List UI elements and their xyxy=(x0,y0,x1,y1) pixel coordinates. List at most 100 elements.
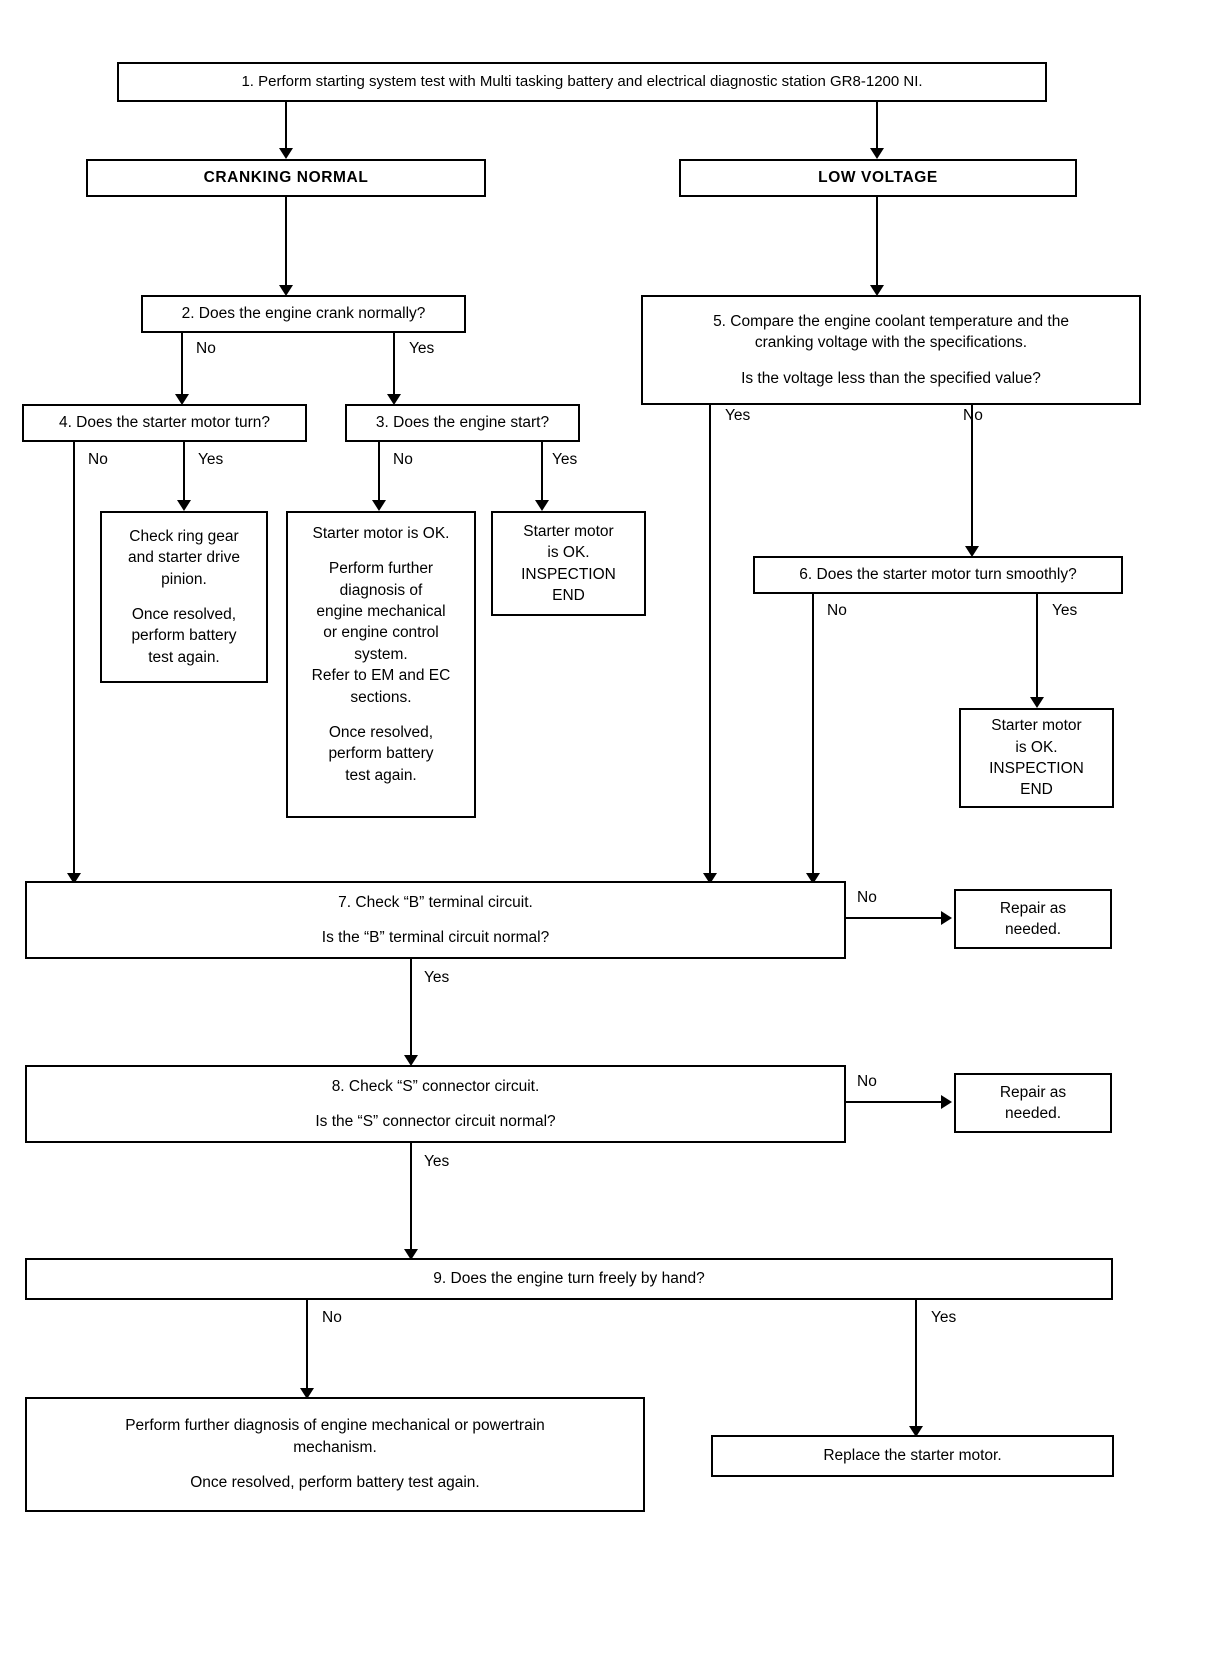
arrowhead-step5-yes-to-step7 xyxy=(703,873,717,884)
node-inspection-end-2-label: Starter motor is OK. INSPECTION END xyxy=(989,717,1084,799)
node-repair-1-label: Repair as needed. xyxy=(999,899,1067,938)
arrowhead-step2 xyxy=(279,285,293,296)
edge-label-step4-yes: Yes xyxy=(198,451,224,468)
node-check-ring-gear-text-a: Check ring gear and starter drive pinion… xyxy=(128,527,240,588)
node-step-5: 5. Compare the engine coolant temperatur… xyxy=(641,295,1141,405)
edge-label-step6-no: No xyxy=(827,602,847,619)
arrowhead-repair-1 xyxy=(941,911,952,925)
node-inspection-end-1-label: Starter motor is OK. INSPECTION END xyxy=(521,522,616,604)
edge-step5-no xyxy=(971,405,973,548)
node-repair-2: Repair as needed. xyxy=(954,1073,1112,1133)
edge-step1-to-lowvoltage xyxy=(876,102,878,150)
edge-label-step3-yes: Yes xyxy=(552,451,578,468)
arrowhead-ring-gear xyxy=(177,500,191,511)
arrowhead-inspection-end-1 xyxy=(535,500,549,511)
node-replace-starter-motor-label: Replace the starter motor. xyxy=(823,1447,1002,1465)
node-step-4: 4. Does the starter motor turn? xyxy=(22,404,307,442)
node-step-6: 6. Does the starter motor turn smoothly? xyxy=(753,556,1123,594)
node-step-4-label: 4. Does the starter motor turn? xyxy=(58,414,271,432)
node-starter-ok-text-b: Perform further diagnosis of engine mech… xyxy=(311,560,451,706)
edge-step7-yes xyxy=(410,959,412,1057)
node-replace-starter-motor: Replace the starter motor. xyxy=(711,1435,1114,1477)
edge-step6-no xyxy=(812,594,814,879)
node-step-1: 1. Perform starting system test with Mul… xyxy=(117,62,1047,102)
node-step-5-line3: Is the voltage less than the specified v… xyxy=(741,369,1041,387)
arrowhead-inspection-end-2 xyxy=(1030,697,1044,708)
edge-step7-no xyxy=(846,917,943,919)
node-step-8: 8. Check “S” connector circuit. Is the “… xyxy=(25,1065,846,1143)
node-low-voltage: LOW VOLTAGE xyxy=(679,159,1077,197)
edge-step6-yes xyxy=(1036,594,1038,699)
edge-step9-yes xyxy=(915,1300,917,1428)
edge-label-step6-yes: Yes xyxy=(1052,602,1078,619)
node-step-9: 9. Does the engine turn freely by hand? xyxy=(25,1258,1113,1300)
edge-step8-no xyxy=(846,1101,943,1103)
edge-label-step3-no: No xyxy=(393,451,413,468)
edge-label-step7-yes: Yes xyxy=(424,969,450,986)
edge-label-step4-no: No xyxy=(88,451,108,468)
arrowhead-powertrain xyxy=(300,1388,314,1399)
node-step-5-line1: 5. Compare the engine coolant temperatur… xyxy=(713,312,1069,330)
arrowhead-step9 xyxy=(404,1249,418,1260)
node-inspection-end-2: Starter motor is OK. INSPECTION END xyxy=(959,708,1114,808)
node-step-9-label: 9. Does the engine turn freely by hand? xyxy=(433,1270,705,1288)
edge-step8-yes xyxy=(410,1143,412,1251)
node-step-3: 3. Does the engine start? xyxy=(345,404,580,442)
node-powertrain-text-b: Once resolved, perform battery test agai… xyxy=(190,1474,480,1492)
node-cranking-normal-label: CRANKING NORMAL xyxy=(203,169,369,187)
node-starter-ok-text-a: Starter motor is OK. xyxy=(312,525,450,542)
edge-step3-yes xyxy=(541,442,543,502)
node-step-8-line2: Is the “S” connector circuit normal? xyxy=(315,1112,556,1130)
edge-label-step5-yes: Yes xyxy=(725,407,751,424)
arrowhead-lowvoltage xyxy=(870,148,884,159)
edge-label-step5-no: No xyxy=(963,407,983,424)
arrowhead-step4 xyxy=(175,394,189,405)
node-powertrain-text-a: Perform further diagnosis of engine mech… xyxy=(125,1417,545,1456)
node-check-ring-gear-text-b: Once resolved, perform battery test agai… xyxy=(131,605,237,666)
arrowhead-step8 xyxy=(404,1055,418,1066)
arrowhead-step6 xyxy=(965,546,979,557)
node-repair-1: Repair as needed. xyxy=(954,889,1112,949)
edge-label-step9-yes: Yes xyxy=(931,1309,957,1326)
edge-step2-no xyxy=(181,333,183,396)
node-check-ring-gear: Check ring gear and starter drive pinion… xyxy=(100,511,268,683)
edge-step3-no xyxy=(378,442,380,502)
edge-label-step8-yes: Yes xyxy=(424,1153,450,1170)
node-starter-motor-ok-detail: Starter motor is OK. Perform further dia… xyxy=(286,511,476,818)
arrowhead-repair-2 xyxy=(941,1095,952,1109)
edge-step4-no xyxy=(73,442,75,879)
node-step-2-label: 2. Does the engine crank normally? xyxy=(181,305,426,323)
edge-label-step8-no: No xyxy=(857,1073,877,1090)
edge-label-step9-no: No xyxy=(322,1309,342,1326)
node-starter-ok-text-c: Once resolved, perform battery test agai… xyxy=(328,723,434,784)
node-step-6-label: 6. Does the starter motor turn smoothly? xyxy=(799,566,1077,584)
node-step-7-line1: 7. Check “B” terminal circuit. xyxy=(338,893,533,911)
arrowhead-step3 xyxy=(387,394,401,405)
edge-label-step2-yes: Yes xyxy=(409,340,435,357)
edge-step1-to-cranking xyxy=(285,102,287,150)
arrowhead-step6-no-to-step7 xyxy=(806,873,820,884)
node-repair-2-label: Repair as needed. xyxy=(999,1083,1067,1122)
node-step-8-line1: 8. Check “S” connector circuit. xyxy=(331,1077,540,1095)
node-inspection-end-1: Starter motor is OK. INSPECTION END xyxy=(491,511,646,616)
node-low-voltage-label: LOW VOLTAGE xyxy=(818,169,938,187)
edge-step5-yes xyxy=(709,405,711,879)
node-step-2: 2. Does the engine crank normally? xyxy=(141,295,466,333)
edge-cranking-to-step2 xyxy=(285,197,287,287)
node-step-5-line2: cranking voltage with the specifications… xyxy=(754,334,1028,352)
edge-step9-no xyxy=(306,1300,308,1390)
node-powertrain-diagnosis: Perform further diagnosis of engine mech… xyxy=(25,1397,645,1512)
arrowhead-step5 xyxy=(870,285,884,296)
arrowhead-cranking xyxy=(279,148,293,159)
edge-lowvoltage-to-step5 xyxy=(876,197,878,287)
node-step-1-label: 1. Perform starting system test with Mul… xyxy=(241,72,923,90)
arrowhead-starter-ok-long xyxy=(372,500,386,511)
arrowhead-step4-no-to-step7 xyxy=(67,873,81,884)
node-cranking-normal: CRANKING NORMAL xyxy=(86,159,486,197)
node-step-7-line2: Is the “B” terminal circuit normal? xyxy=(321,928,550,946)
arrowhead-replace-starter xyxy=(909,1426,923,1437)
node-step-3-label: 3. Does the engine start? xyxy=(375,414,550,432)
edge-step4-yes xyxy=(183,442,185,502)
edge-label-step7-no: No xyxy=(857,889,877,906)
